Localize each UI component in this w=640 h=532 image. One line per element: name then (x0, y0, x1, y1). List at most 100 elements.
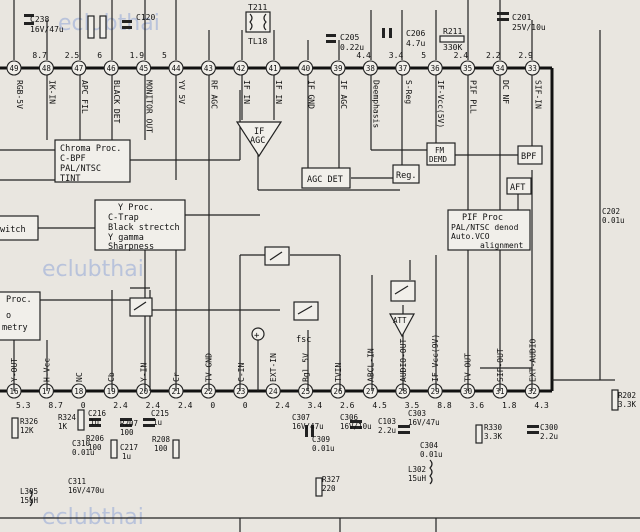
bottom-pin-voltage: 2.4 (113, 401, 128, 410)
top-pin-40 (298, 60, 314, 76)
top-pin-39 (330, 60, 346, 76)
watermark-middle: eclubthai (42, 257, 144, 282)
top-pin-number: 33 (528, 64, 537, 73)
component-label: 2.2u (378, 426, 396, 435)
component-label: 16V/10u (340, 422, 372, 431)
component-label: 100 (88, 443, 102, 452)
component-label: 3.3K (484, 432, 503, 441)
bottom-pin-25 (298, 383, 314, 399)
bottom-pin-voltage: 4.5 (372, 401, 387, 410)
component-label: 12K (20, 426, 34, 435)
reg-label: Reg. (396, 171, 416, 181)
component-label: R202 (618, 391, 636, 400)
yproc-line-2: C-Trap (108, 213, 139, 223)
component-label: 220 (322, 484, 336, 493)
bottom-pin-number: 30 (463, 387, 473, 396)
bottom-pin-23 (233, 383, 249, 399)
component-label: 16V/47u (408, 418, 440, 427)
top-pin-number: 41 (269, 64, 278, 73)
component-label: C303 (408, 409, 426, 418)
chroma-proc-block (54, 139, 131, 183)
left-proc-line-2: o (6, 311, 11, 321)
top-pin-signal: IF IN (242, 80, 251, 104)
top-pin-number: 35 (463, 64, 472, 73)
top-pin-signal: RF AGC (209, 80, 218, 109)
bottom-pin-19 (103, 383, 119, 399)
functional-blocks: Chroma Proc. C-BPF PAL/NTSC TINT Y Proc.… (0, 121, 543, 345)
top-pin-45 (136, 60, 152, 76)
bottom-pin-20 (136, 383, 152, 399)
component-label: 1u (90, 418, 99, 427)
switch-sw3 (293, 301, 319, 321)
bottom-pin-voltage: 3.6 (470, 401, 485, 410)
bottom-pin-number: 27 (366, 387, 375, 396)
top-pin-number: 43 (204, 64, 213, 73)
label-c206: C206 (406, 29, 425, 38)
bottom-pin-26 (330, 383, 346, 399)
component-label: 15uH (408, 474, 427, 483)
top-pin-49 (6, 60, 22, 76)
label-t211: T211 (248, 3, 267, 12)
component-label: C216 (88, 409, 107, 418)
fm-demod-line-1: FM (435, 146, 445, 155)
top-pin-signal: DC NF (501, 80, 510, 104)
if-agc-line-1: IF (254, 127, 264, 137)
component-label: C306 (340, 413, 359, 422)
top-pin-number: 40 (301, 64, 311, 73)
label-c206-value: 4.7u (406, 39, 425, 48)
top-pin-number: 42 (236, 64, 245, 73)
bottom-pin-signal: EXT-AUDIO (528, 338, 537, 382)
agc-det-block (301, 167, 351, 189)
label-c201: C201 (512, 13, 531, 22)
bottom-pin-number: 21 (171, 387, 180, 396)
top-pin-signal: IF IN (274, 80, 283, 104)
chroma-line-2: C-BPF (60, 154, 86, 164)
bottom-pin-number: 18 (74, 387, 84, 396)
adder-node (251, 327, 265, 341)
bottom-pin-signal: EXT-IN (269, 353, 278, 382)
yproc-line-3: Black strectch (108, 223, 180, 233)
watermark-top: eclubthai (58, 11, 160, 36)
top-pin-voltage: 2.9 (518, 51, 533, 60)
bottom-pin-signal: C-IN (237, 363, 246, 382)
component-label: C309 (312, 435, 330, 444)
switch-sw2 (129, 297, 153, 317)
component-label: C103 (378, 417, 396, 426)
pif-line-2: PAL/NTSC denod (451, 223, 519, 232)
top-pin-number: 44 (171, 64, 181, 73)
top-pin-37 (395, 60, 411, 76)
label-c120: C120 (136, 13, 155, 22)
bottom-pin-signal: Bgl 5V (302, 353, 311, 382)
component-label: 0.01u (312, 444, 335, 453)
yproc-line-1: Y Proc. (118, 203, 154, 213)
switch-block (0, 215, 39, 241)
bottom-pin-signal: ABCL-IN (366, 348, 375, 382)
component-label: R206 (86, 434, 105, 443)
top-pin-47 (71, 60, 87, 76)
bottom-pin-number: 29 (431, 387, 440, 396)
top-pin-signal: YV 5V (177, 80, 186, 104)
bottom-pin-voltage: 2.4 (275, 401, 290, 410)
bottom-pin-27 (362, 383, 378, 399)
label-c238-value: 16V/47u (30, 25, 64, 34)
top-pin-number: 34 (495, 64, 505, 73)
att-label: ATT (393, 316, 407, 325)
bottom-pin-voltage: 0 (243, 401, 248, 410)
top-pin-36 (427, 60, 443, 76)
top-pin-signal: PIF PLL (469, 80, 478, 114)
top-pin-voltage: 4.4 (356, 51, 371, 60)
component-label: L302 (408, 465, 426, 474)
fsc-label: fsc (296, 335, 311, 345)
bottom-pin-voltage: 3.5 (405, 401, 420, 410)
aft-block (506, 177, 532, 195)
reg-block (392, 164, 420, 184)
top-pin-number: 36 (431, 64, 441, 73)
bottom-pin-29 (427, 383, 443, 399)
top-pin-signal: IF-Vcc(5V) (436, 80, 445, 128)
bottom-pin-voltage: 3.4 (308, 401, 323, 410)
top-pin-signal: MONITOR OUT (145, 80, 154, 133)
